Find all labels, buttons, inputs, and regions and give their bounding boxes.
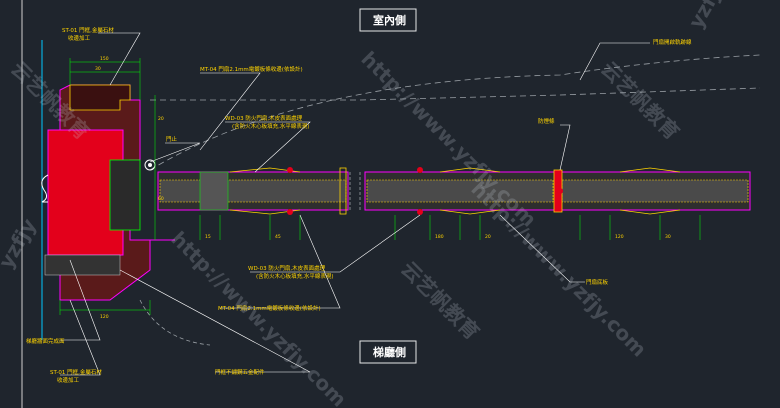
title-interior: 室內側 xyxy=(373,13,406,27)
dim-label: 120 xyxy=(615,234,624,240)
label-st01-bottom: ST-01 門框,金屬石材 xyxy=(50,368,102,376)
label-mt04-top: MT-04 門扇2.1mm電鍍板條收邊(依設計) xyxy=(200,65,303,73)
dim-label: 60 xyxy=(158,196,164,202)
leader-lines xyxy=(60,32,650,376)
label-wd03-top: WD-03 防火門扇,木皮表面處理 xyxy=(225,114,303,122)
watermark-url: http://www.yzfjy.com xyxy=(166,227,351,408)
dim-label: 30 xyxy=(95,66,101,72)
dim-label: 45 xyxy=(275,234,281,240)
label-frame-hardware: 門框不鏽鋼五金配件 xyxy=(215,368,265,376)
swing-line-upper xyxy=(150,87,761,101)
door-leaf-right-taper xyxy=(619,167,681,215)
frame-core xyxy=(109,159,141,231)
title-box-bottom xyxy=(359,340,417,364)
label-st01-bottom-2: 收邊加工 xyxy=(57,376,80,384)
door-leaf-left-edge xyxy=(339,167,347,215)
door-leaf-center-core xyxy=(366,179,554,203)
label-bottom-plate: 門扇底板 xyxy=(586,278,609,286)
label-open-track: 門扇開啟軌跡線 xyxy=(653,38,692,46)
label-door-stop: 門止 xyxy=(166,135,178,143)
title-lobby: 梯廳側 xyxy=(373,345,406,359)
marker-red xyxy=(417,209,423,215)
label-st01-top-2: 收邊加工 xyxy=(68,34,91,42)
label-st01-top: ST-01 門框,金屬石材 xyxy=(62,26,114,34)
dim-label: 180 xyxy=(435,234,444,240)
watermark-short: yzfjy xyxy=(0,214,41,272)
label-wd03-bottom-2: (含防火木心板填充,水平線表現) xyxy=(256,272,334,280)
door-leaf-left-core xyxy=(159,179,347,203)
dimension-group-top xyxy=(69,58,156,240)
dim-label: 20 xyxy=(158,116,164,122)
door-leaf-center-taper xyxy=(439,167,501,215)
label-red-seal: 防煙條 xyxy=(538,117,555,125)
marker-red xyxy=(287,167,293,173)
marker-red xyxy=(557,188,563,194)
door-leaf-right-core xyxy=(561,179,749,203)
frame-top-trim xyxy=(69,84,131,111)
title-box-top xyxy=(359,8,417,32)
swing-arc-lower xyxy=(139,299,211,346)
label-wd03-bottom: WD-03 防火門扇,木皮表面處理 xyxy=(248,264,326,272)
dimension-group-bottom xyxy=(59,215,701,315)
watermark-brand: 云艺帆教育 xyxy=(596,57,684,145)
dim-label: 150 xyxy=(100,56,109,62)
dim-label: 20 xyxy=(485,234,491,240)
door-leaf-left-insert xyxy=(199,171,229,211)
frame-profile-detail xyxy=(41,174,49,203)
dim-label: 30 xyxy=(665,234,671,240)
marker-red xyxy=(417,167,423,173)
door-stop-center xyxy=(148,163,152,167)
label-mt04-bottom: MT-04 門扇2.1mm電鍍板條收邊(依設計) xyxy=(218,304,321,312)
marker-red xyxy=(287,209,293,215)
watermark-short: yzfjy xyxy=(684,0,731,32)
dim-label: 120 xyxy=(100,314,109,320)
label-left-mid: 梯廳牆面完成面 xyxy=(26,337,65,345)
label-wd03-top-2: (含防火木心板填充,水平線表現) xyxy=(232,122,310,130)
dim-label: 15 xyxy=(205,234,211,240)
watermark-brand: 云艺帆教育 xyxy=(396,257,484,345)
base-stone xyxy=(44,254,121,276)
swing-arc xyxy=(149,54,761,171)
